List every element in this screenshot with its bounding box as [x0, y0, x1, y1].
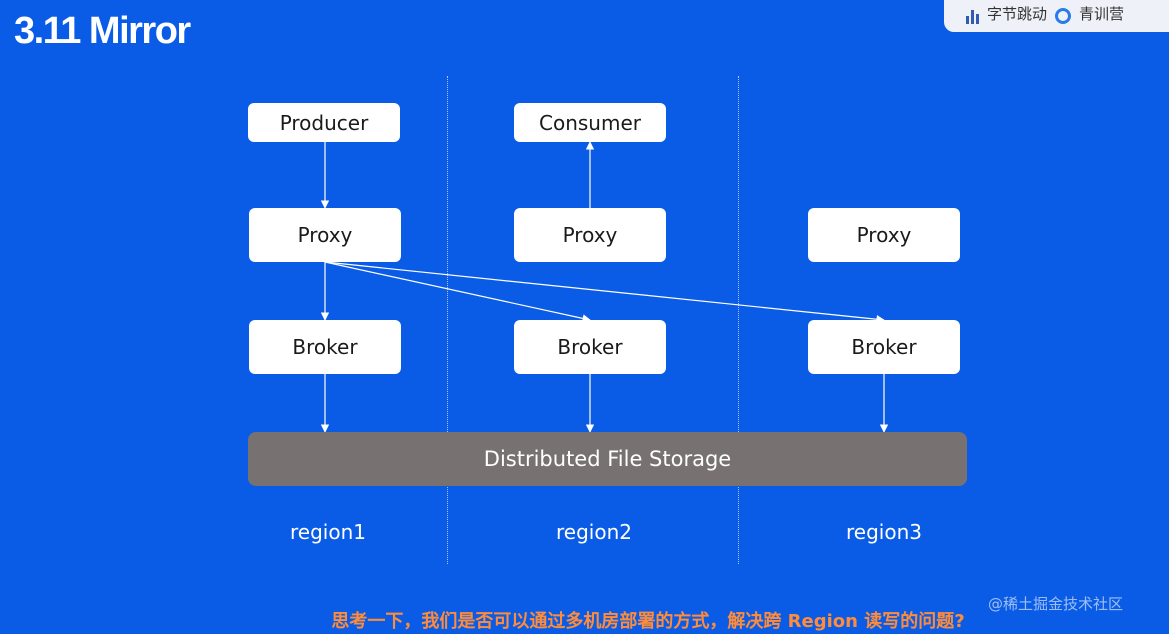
proxy-node-region3: Proxy: [808, 208, 960, 262]
brand-program: 青训营: [1079, 5, 1125, 23]
broker-node-region1: Broker: [249, 320, 401, 374]
brand-name: 字节跳动: [987, 5, 1048, 23]
brand-logo: 字节跳动 青训营: [944, 0, 1169, 32]
arrow-proxy1-broker2: [324, 261, 591, 323]
region-divider: [738, 76, 739, 564]
region-label-3: region3: [846, 520, 922, 544]
region-label-2: region2: [556, 520, 632, 544]
producer-node: Producer: [248, 103, 400, 142]
subtitle-caption: 思考一下，我们是否可以通过多机房部署的方式，解决跨 Region 读写的问题?: [331, 611, 965, 632]
proxy-node-region2: Proxy: [514, 208, 666, 262]
consumer-node: Consumer: [514, 103, 666, 142]
broker-node-region3: Broker: [808, 320, 960, 374]
watermark-credit: @稀土掘金技术社区: [988, 595, 1124, 613]
proxy-node-region1: Proxy: [249, 208, 401, 262]
region-label-1: region1: [290, 520, 366, 544]
region-divider: [447, 76, 448, 564]
bytedance-logo-icon: [966, 10, 979, 24]
slide-title: 3.11 Mirror: [14, 10, 191, 52]
ring-logo-icon: [1055, 8, 1072, 24]
broker-node-region2: Broker: [514, 320, 666, 374]
distributed-storage: Distributed File Storage: [248, 432, 967, 486]
arrow-proxy1-broker3: [324, 261, 885, 324]
